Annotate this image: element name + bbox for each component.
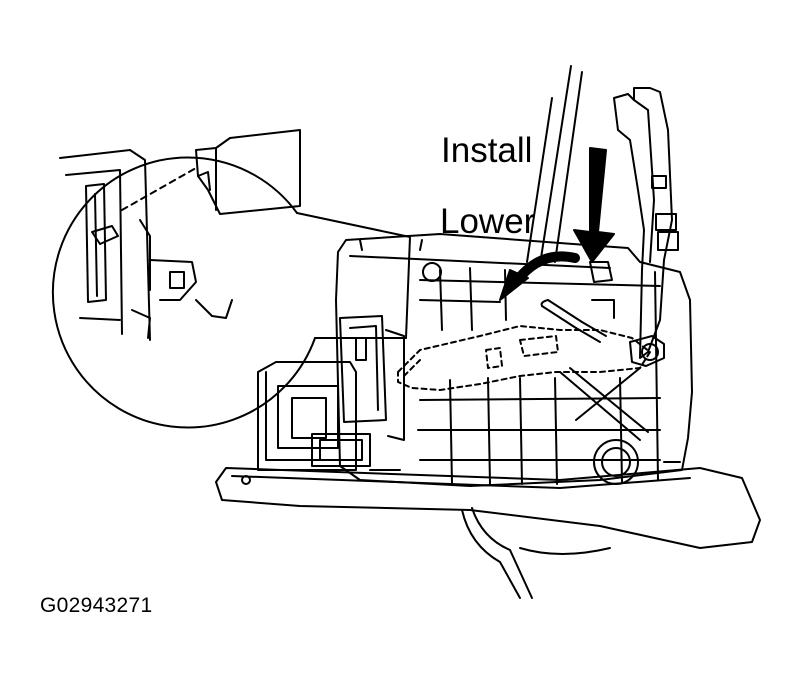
- main-housing: [335, 233, 693, 487]
- lower-shaft: [461, 507, 611, 599]
- figure-id: G02943271: [40, 594, 153, 617]
- left-block: [257, 315, 405, 471]
- background-rods: [526, 65, 583, 263]
- shift-lever: [613, 87, 679, 367]
- highlighted-link-part: [397, 325, 651, 391]
- lower-label: Lower: [440, 202, 536, 241]
- curved-arrow-icon: [499, 251, 580, 301]
- install-label: Install: [441, 131, 533, 170]
- magnified-detail-bubble: [51, 129, 411, 429]
- down-arrow-icon: [573, 147, 615, 263]
- base-plate: [215, 467, 761, 549]
